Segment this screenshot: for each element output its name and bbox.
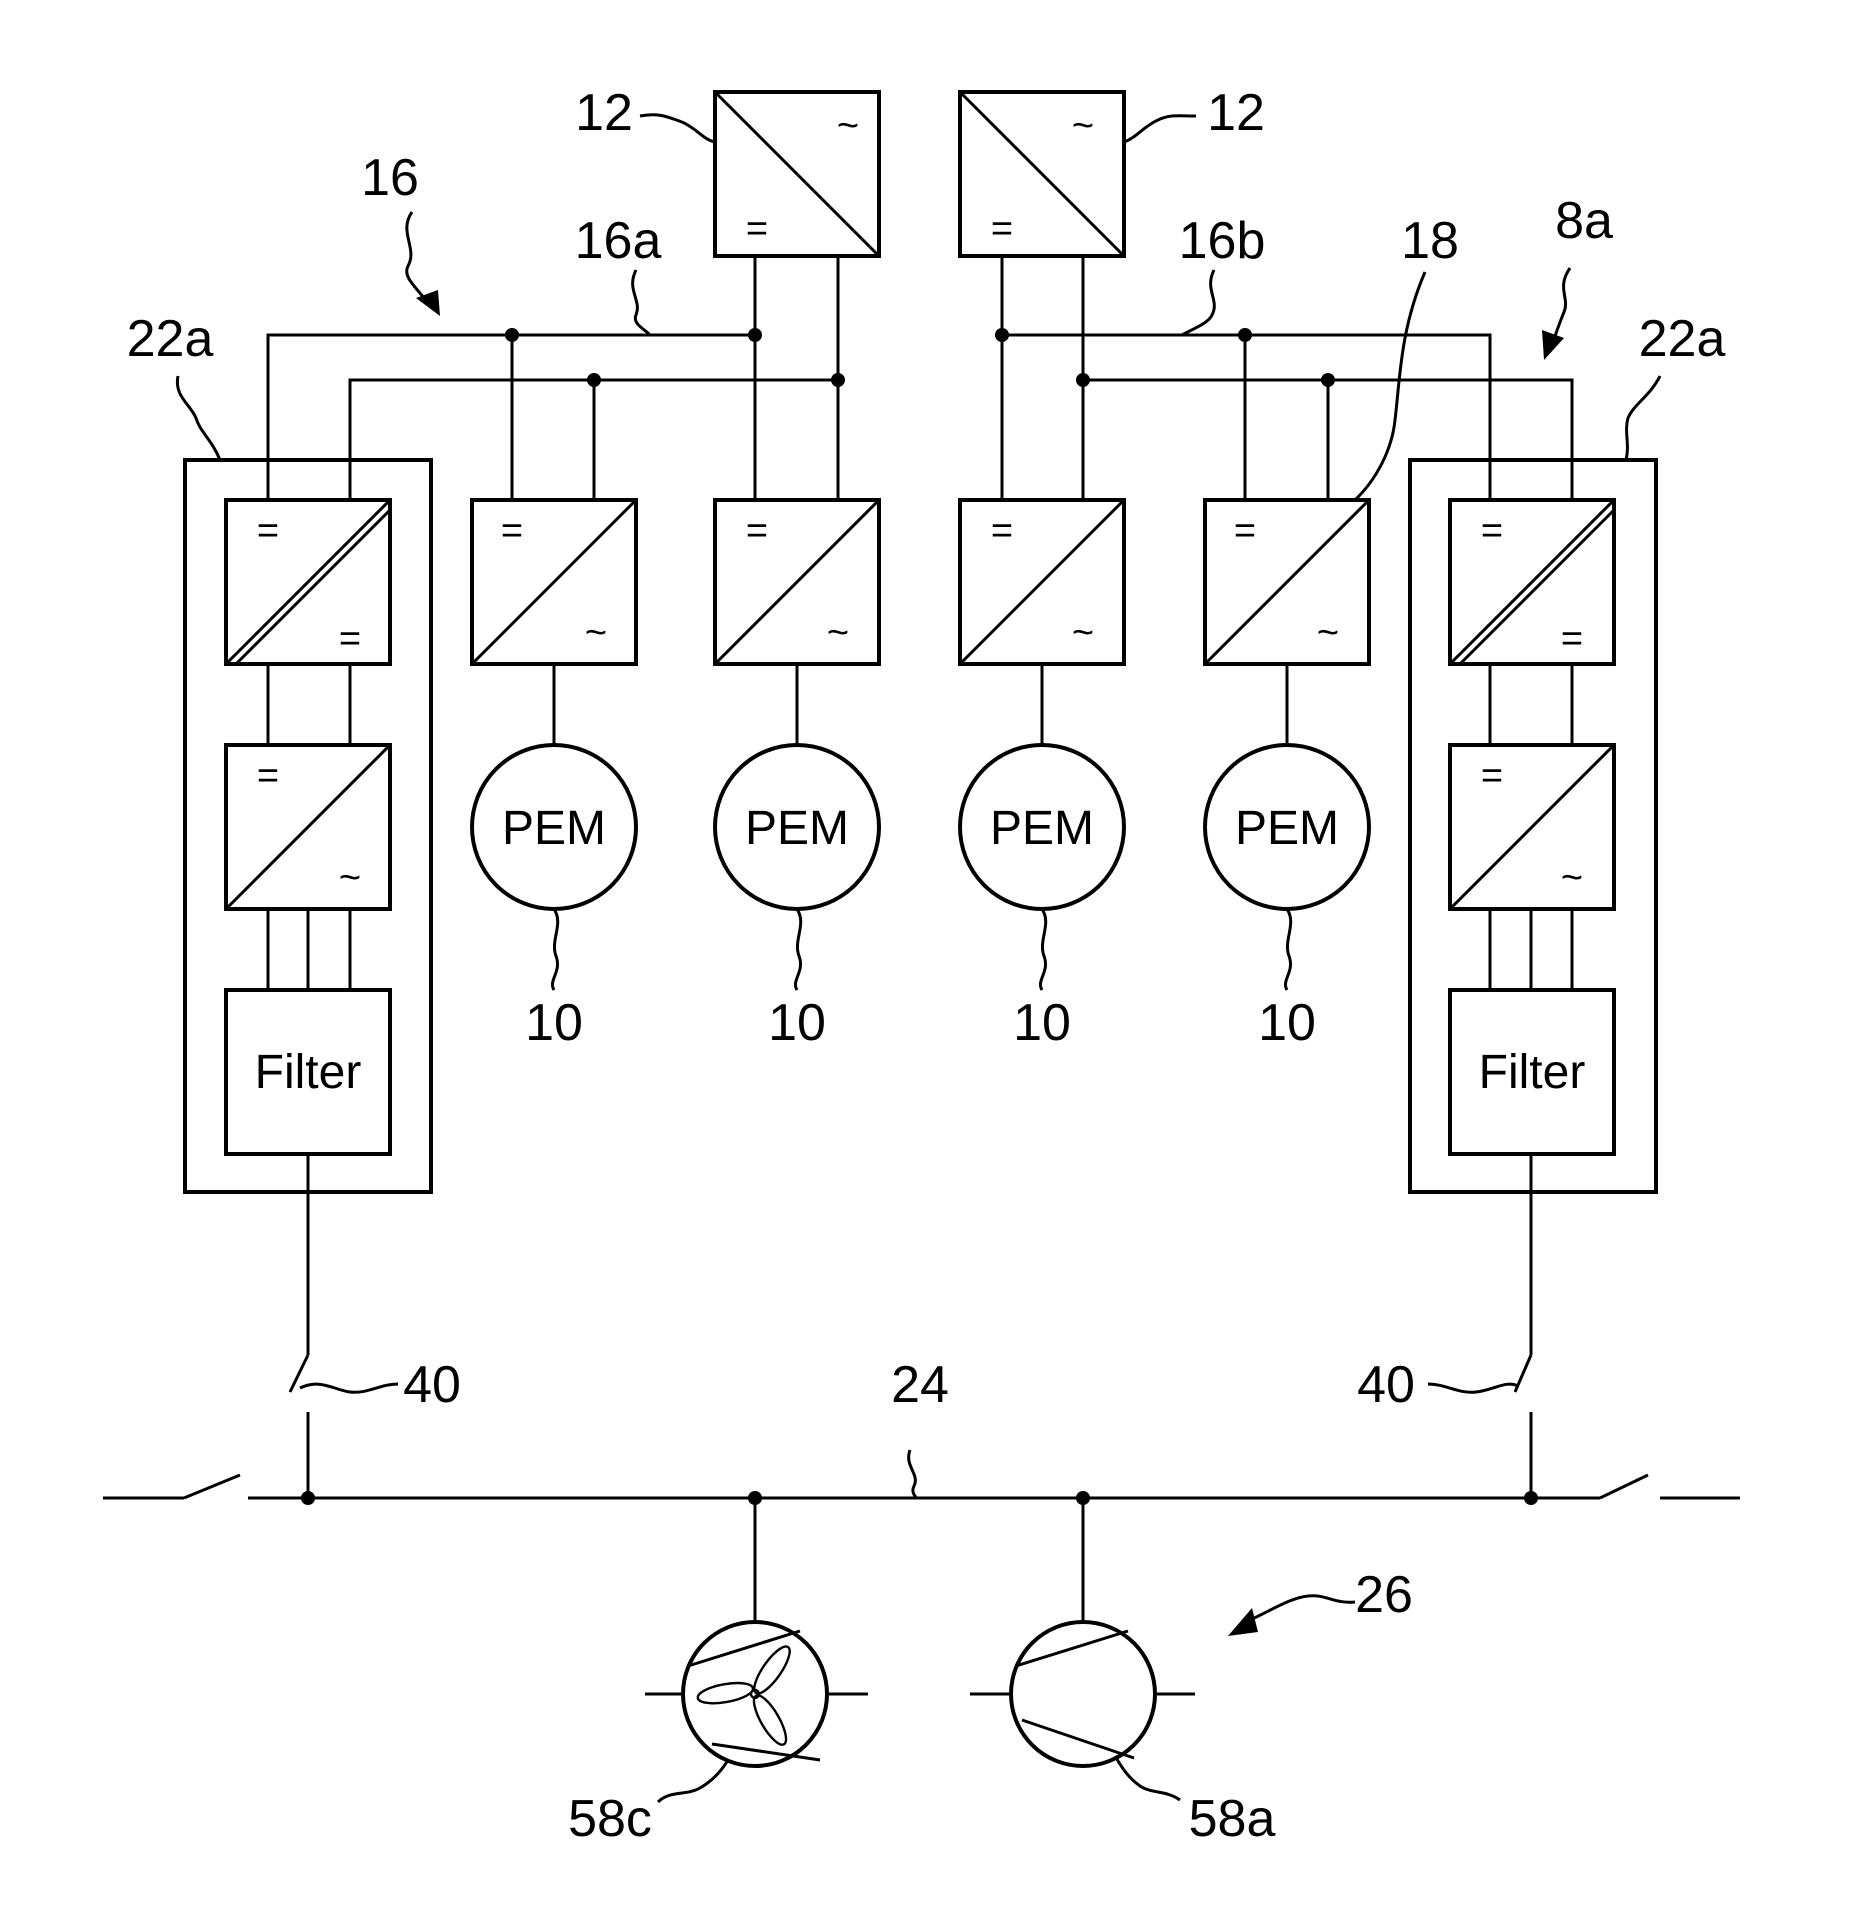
pem-label: PEM bbox=[1235, 802, 1339, 855]
ac-symbol: ~ bbox=[585, 612, 607, 654]
filter-label: Filter bbox=[255, 1046, 362, 1099]
leader-lines bbox=[177, 115, 1660, 1802]
ref-24: 24 bbox=[891, 1356, 949, 1414]
ref-10: 10 bbox=[525, 994, 583, 1052]
ref-26: 26 bbox=[1355, 1566, 1413, 1624]
dc-symbol: = bbox=[1234, 510, 1256, 552]
inverter-2: = ~ bbox=[715, 500, 879, 664]
ref-8a: 8a bbox=[1555, 192, 1613, 250]
bus-drops bbox=[268, 255, 1572, 500]
pem-label: PEM bbox=[502, 802, 606, 855]
dc-symbol: = bbox=[1481, 755, 1503, 797]
ref-40-right: 40 bbox=[1357, 1356, 1415, 1414]
ref-16a: 16a bbox=[575, 212, 662, 270]
ac-symbol: ~ bbox=[827, 612, 849, 654]
dc-symbol: = bbox=[1481, 510, 1503, 552]
dc-symbol: = bbox=[991, 208, 1013, 250]
supply-module-right: = = = ~ Filter bbox=[1410, 460, 1656, 1355]
pem-2: PEM bbox=[715, 745, 879, 909]
converter-12-left: ~ = bbox=[715, 92, 879, 256]
ref-22a-right: 22a bbox=[1639, 310, 1726, 368]
filter-label: Filter bbox=[1479, 1046, 1586, 1099]
pem-4: PEM bbox=[1205, 745, 1369, 909]
fan-58c bbox=[645, 1498, 868, 1766]
pem-links bbox=[554, 664, 1287, 745]
dc-bus-16a bbox=[268, 335, 838, 460]
ref-16b: 16b bbox=[1179, 212, 1266, 270]
pem-3: PEM bbox=[960, 745, 1124, 909]
ref-10: 10 bbox=[1013, 994, 1071, 1052]
ac-symbol: ~ bbox=[1072, 612, 1094, 654]
ac-symbol: ~ bbox=[837, 105, 859, 147]
ref-40-left: 40 bbox=[403, 1356, 461, 1414]
ref-16: 16 bbox=[361, 149, 419, 207]
converter-12-right: ~ = bbox=[960, 92, 1124, 256]
dc-symbol: = bbox=[501, 510, 523, 552]
pem-label: PEM bbox=[990, 802, 1094, 855]
dc-symbol: = bbox=[257, 755, 279, 797]
pem-1: PEM bbox=[472, 745, 636, 909]
ref-58c: 58c bbox=[568, 1790, 652, 1848]
switch-icon bbox=[184, 1475, 240, 1498]
ac-symbol: ~ bbox=[339, 857, 361, 899]
ref-58a: 58a bbox=[1189, 1790, 1276, 1848]
dc-symbol: = bbox=[746, 208, 768, 250]
junction-dots bbox=[505, 328, 1335, 387]
ac-symbol: ~ bbox=[1317, 612, 1339, 654]
dc-symbol: = bbox=[746, 510, 768, 552]
ac-symbol: ~ bbox=[1561, 857, 1583, 899]
ref-10: 10 bbox=[768, 994, 826, 1052]
ref-18: 18 bbox=[1401, 212, 1459, 270]
ref-22a-left: 22a bbox=[127, 310, 214, 368]
switch-icon bbox=[1600, 1475, 1648, 1498]
supply-module-left: = = = ~ Filter bbox=[185, 460, 431, 1355]
ref-12-right: 12 bbox=[1207, 84, 1265, 142]
ac-symbol: ~ bbox=[1072, 105, 1094, 147]
ac-bus-24 bbox=[103, 1475, 1740, 1498]
compressor-58a bbox=[970, 1498, 1195, 1766]
pem-label: PEM bbox=[745, 802, 849, 855]
ref-10: 10 bbox=[1258, 994, 1316, 1052]
dc-symbol: = bbox=[1561, 618, 1583, 660]
dc-symbol: = bbox=[991, 510, 1013, 552]
inverter-4: = ~ bbox=[1205, 500, 1369, 664]
inverter-3: = ~ bbox=[960, 500, 1124, 664]
dc-symbol: = bbox=[339, 618, 361, 660]
inverter-1: = ~ bbox=[472, 500, 636, 664]
reference-labels: 12 12 16 16a 16b 18 8a 22a 22a 10 10 10 … bbox=[127, 84, 1726, 1848]
ref-12-left: 12 bbox=[575, 84, 633, 142]
switch-40-left bbox=[290, 1355, 308, 1498]
dc-symbol: = bbox=[257, 510, 279, 552]
switch-40-right bbox=[1515, 1355, 1531, 1498]
dc-bus-16b bbox=[1002, 335, 1572, 460]
